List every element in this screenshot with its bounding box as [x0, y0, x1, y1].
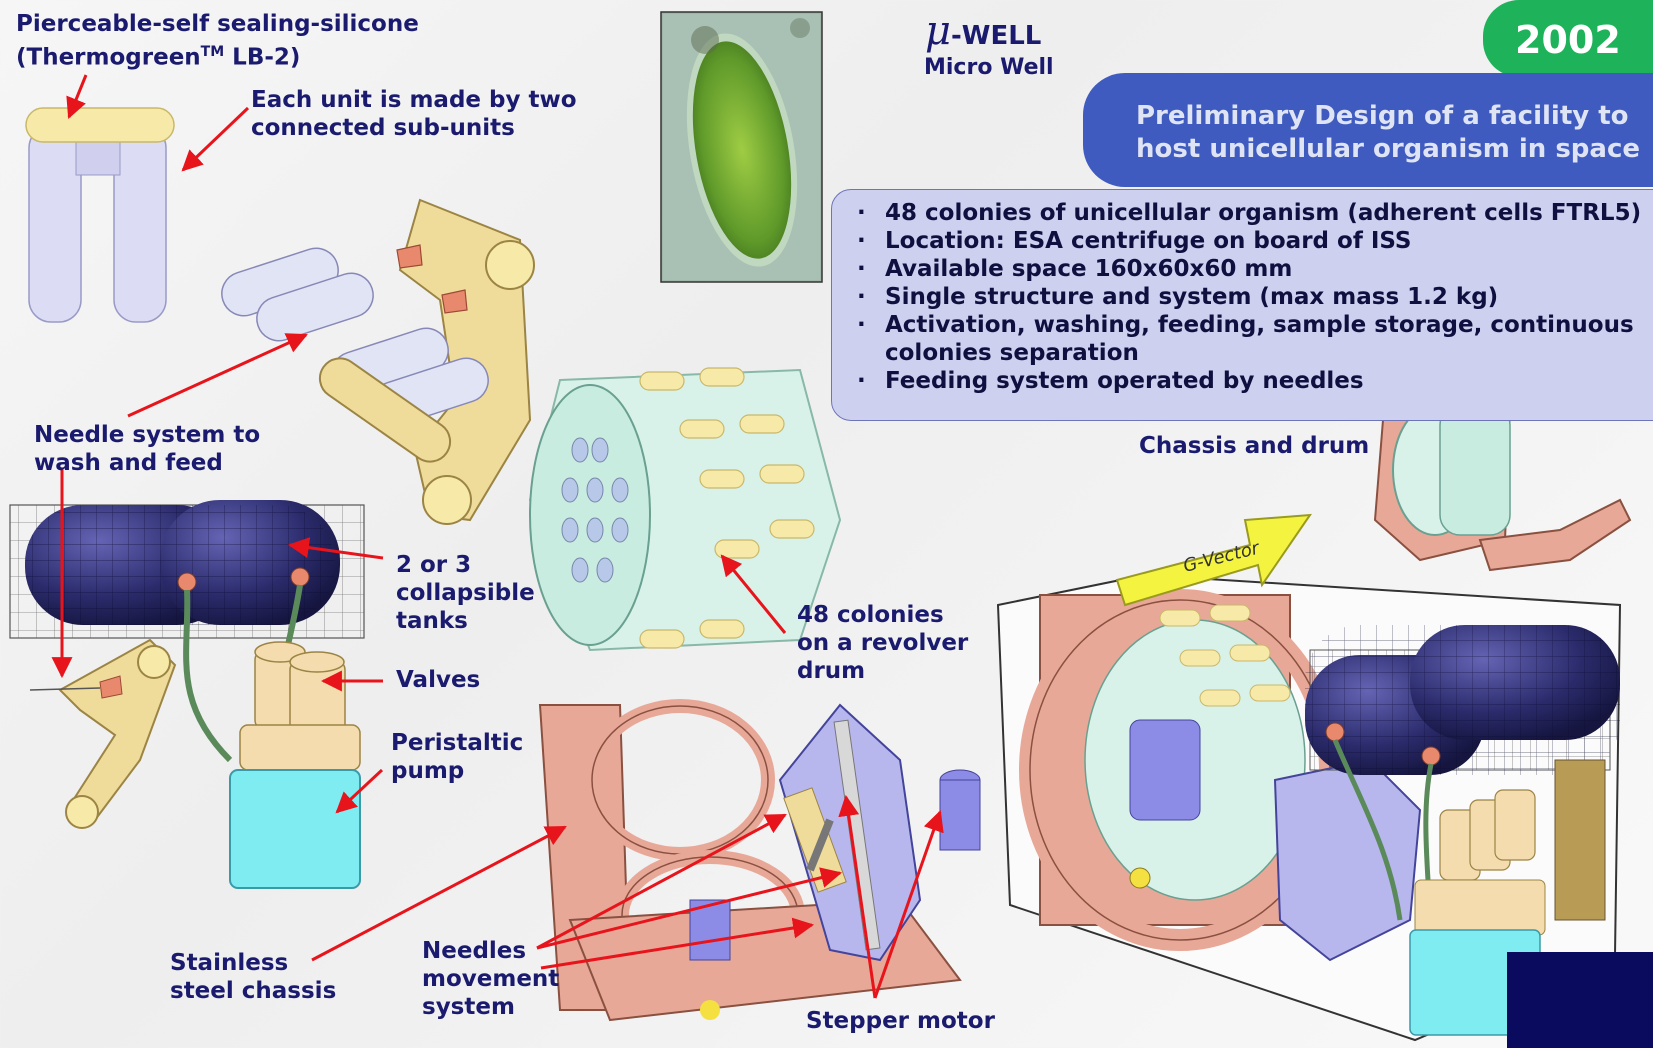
silicone-subunit-illustration — [25, 107, 175, 323]
tanks-label: 2 or 3 collapsible tanks — [396, 551, 535, 635]
arrow-needles-1 — [536, 813, 787, 950]
needle-label-line-2: wash and feed — [34, 450, 223, 476]
list-item: Available space 160x60x60 mm — [857, 255, 1653, 283]
subunit-label-line-1: Each unit is made by two — [251, 87, 577, 113]
chassis-drum-label: Chassis and drum — [1139, 433, 1370, 459]
list-item: Location: ESA centrifuge on board of ISS — [857, 227, 1653, 255]
arrow-stepper-2 — [873, 810, 944, 999]
arrow-tanks — [287, 537, 384, 560]
microscope-photo — [660, 11, 823, 283]
arrow-needles-2 — [536, 867, 843, 950]
valves-label: Valves — [396, 667, 481, 693]
chassis-needles-illustration — [538, 699, 981, 1022]
steel-label-line-2: steel chassis — [170, 978, 337, 1004]
pump-label-line-2: pump — [391, 758, 465, 784]
steel-label-line-1: Stainless — [170, 950, 289, 976]
stepper-motor-label: Stepper motor — [806, 1008, 995, 1034]
arrow-drum — [720, 554, 787, 634]
needle-system-label: Needle system to wash and feed — [34, 421, 260, 477]
banner-line-1: Preliminary Design of a facility to — [1136, 101, 1629, 131]
banner-line-2: host unicellular organism in space — [1136, 134, 1641, 164]
needles-move-line-1: Needles — [422, 938, 527, 964]
arrow-chassis — [311, 825, 567, 962]
list-item: Single structure and system (max mass 1.… — [857, 283, 1653, 311]
page-subtitle: Micro Well — [924, 55, 1054, 80]
list-item: Activation, washing, feeding, sample sto… — [857, 311, 1653, 367]
mu-symbol: μ — [925, 8, 951, 54]
tank-pump-assembly-illustration — [9, 500, 365, 889]
feature-bullet-box: 48 colonies of unicellular organism (adh… — [831, 189, 1653, 421]
subunit-label: Each unit is made by two connected sub-u… — [251, 86, 577, 142]
needles-move-line-2: movement — [422, 966, 560, 992]
pump-label: Peristaltic pump — [391, 729, 523, 785]
arrow-silicone — [66, 74, 88, 119]
year-badge: 2002 — [1483, 0, 1653, 77]
trademark-mark: TM — [200, 44, 225, 60]
list-item: 48 colonies of unicellular organism (adh… — [857, 199, 1653, 227]
tanks-label-line-2: collapsible — [396, 580, 535, 606]
needles-movement-label: Needles movement system — [422, 937, 559, 1021]
tanks-label-line-1: 2 or 3 — [396, 552, 472, 578]
silicone-label-line-2: (ThermogreenTM LB-2) — [16, 38, 419, 72]
subunit-label-line-2: connected sub-units — [251, 115, 515, 141]
drum-label-line-2: on a revolver — [797, 630, 969, 656]
steel-chassis-label: Stainless steel chassis — [170, 949, 336, 1005]
drum-label-line-3: drum — [797, 658, 866, 684]
tanks-label-line-3: tanks — [396, 608, 468, 634]
drum-label-line-1: 48 colonies — [797, 602, 944, 628]
silicone-label-text: (Thermogreen — [16, 44, 201, 71]
arrow-needles-3 — [540, 917, 815, 970]
needle-label-line-1: Needle system to — [34, 422, 261, 448]
arrow-stepper-1 — [838, 794, 877, 999]
corner-decoration — [1507, 952, 1653, 1048]
title-suffix: -WELL — [951, 21, 1042, 51]
full-assembly-illustration — [996, 513, 1622, 1042]
list-item: Feeding system operated by needles — [857, 367, 1653, 395]
callout-arrows — [51, 74, 944, 999]
silicone-label: Pierceable-self sealing-silicone (Thermo… — [16, 10, 419, 72]
arrow-subunits — [181, 106, 250, 172]
silicone-label-text-end: LB-2) — [224, 44, 301, 71]
pump-label-line-1: Peristaltic — [391, 730, 524, 756]
revolver-drum-illustration — [528, 367, 842, 652]
subunit-assembly-illustration — [221, 198, 535, 525]
title-banner: Preliminary Design of a facility to host… — [1083, 73, 1653, 187]
drum-label: 48 colonies on a revolver drum — [797, 601, 968, 685]
needles-move-line-3: system — [422, 994, 515, 1020]
arrow-pump — [335, 768, 384, 814]
silicone-label-line-1: Pierceable-self sealing-silicone — [16, 11, 419, 37]
page-title: μ-WELL — [925, 8, 1041, 54]
arrow-needle-system — [127, 333, 308, 418]
feature-list: 48 colonies of unicellular organism (adh… — [857, 199, 1653, 395]
